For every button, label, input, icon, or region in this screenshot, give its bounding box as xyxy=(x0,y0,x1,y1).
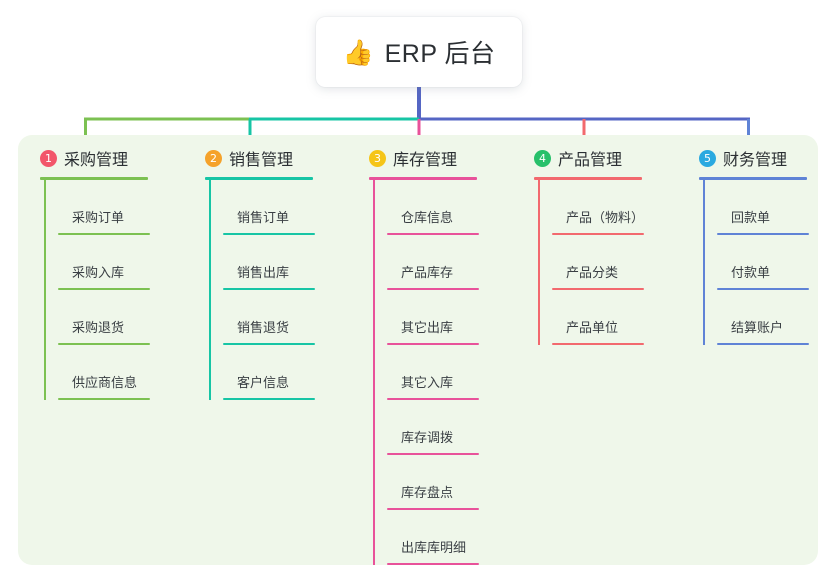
list-item-label: 库存盘点 xyxy=(401,485,454,500)
list-item-rule xyxy=(58,288,150,290)
list-item-rule xyxy=(717,233,809,235)
list-item-label: 产品单位 xyxy=(566,320,619,335)
list-item-label: 客户信息 xyxy=(237,375,290,390)
branch-header-3[interactable]: 3 库存管理 xyxy=(369,146,457,170)
branches-panel: 1 采购管理采购订单采购入库采购退货供应商信息 2 销售管理销售订单销售出库销售退货客… xyxy=(18,135,818,565)
list-item-rule xyxy=(223,398,315,400)
list-item-rule xyxy=(552,343,644,345)
branch-rule-3 xyxy=(369,177,477,180)
list-item-label: 仓库信息 xyxy=(401,210,454,225)
branch-header-1[interactable]: 1 采购管理 xyxy=(40,146,128,170)
list-item-rule xyxy=(58,398,150,400)
list-item-rule xyxy=(552,288,644,290)
list-item-rule xyxy=(223,233,315,235)
branch-spine-1 xyxy=(44,180,46,400)
branch-title-3: 库存管理 xyxy=(393,152,458,169)
list-item-label: 库存调拨 xyxy=(401,430,454,445)
list-item-label: 其它出库 xyxy=(401,320,454,335)
list-item-rule xyxy=(387,398,479,400)
thumbs-up-icon: 👍 xyxy=(342,37,374,67)
list-item-rule xyxy=(717,343,809,345)
list-item-label: 采购退货 xyxy=(72,320,125,335)
list-item-label: 产品分类 xyxy=(566,265,619,280)
branch-rule-2 xyxy=(205,177,313,180)
list-item-label: 结算账户 xyxy=(731,320,784,335)
branch-title-2: 销售管理 xyxy=(229,152,294,169)
list-item-label: 出库库明细 xyxy=(401,540,467,555)
list-item-rule xyxy=(387,563,479,565)
list-item-rule xyxy=(387,288,479,290)
list-item-rule xyxy=(58,343,150,345)
branch-title-4: 产品管理 xyxy=(558,152,623,169)
branch-spine-4 xyxy=(538,180,540,345)
list-item-rule xyxy=(387,508,479,510)
branch-spine-3 xyxy=(373,180,375,565)
list-item-label: 产品（物料） xyxy=(566,210,645,225)
root-node-content: 👍 ERP 后台 xyxy=(342,34,495,70)
root-title: ERP 后台 xyxy=(384,40,496,68)
branch-badge-3: 3 xyxy=(369,149,386,167)
list-item-rule xyxy=(387,453,479,455)
branch-spine-2 xyxy=(209,180,211,400)
branch-badge-4: 4 xyxy=(534,149,551,167)
branch-title-5: 财务管理 xyxy=(723,152,788,169)
list-item-rule xyxy=(552,233,644,235)
branch-badge-1: 1 xyxy=(40,149,57,167)
list-item-rule xyxy=(717,288,809,290)
branch-rule-5 xyxy=(699,177,807,180)
list-item-label: 采购订单 xyxy=(72,210,125,225)
list-item-label: 销售出库 xyxy=(237,265,290,280)
branch-header-5[interactable]: 5 财务管理 xyxy=(699,146,787,170)
list-item-label: 产品库存 xyxy=(401,265,454,280)
branch-badge-2: 2 xyxy=(205,149,222,167)
list-item-label: 采购入库 xyxy=(72,265,125,280)
branch-title-1: 采购管理 xyxy=(64,152,129,169)
list-item-rule xyxy=(223,288,315,290)
list-item-label: 回款单 xyxy=(731,210,771,225)
branch-header-2[interactable]: 2 销售管理 xyxy=(205,146,293,170)
list-item-rule xyxy=(387,233,479,235)
list-item-label: 销售退货 xyxy=(237,320,290,335)
list-item-label: 供应商信息 xyxy=(72,375,138,390)
list-item-label: 销售订单 xyxy=(237,210,290,225)
branch-spine-5 xyxy=(703,180,705,345)
list-item-rule xyxy=(223,343,315,345)
list-item-rule xyxy=(387,343,479,345)
list-item-label: 付款单 xyxy=(731,265,771,280)
branch-rule-1 xyxy=(40,177,148,180)
branch-header-4[interactable]: 4 产品管理 xyxy=(534,146,622,170)
root-node[interactable]: 👍 ERP 后台 xyxy=(316,17,522,87)
list-item-label: 其它入库 xyxy=(401,375,454,390)
branch-rule-4 xyxy=(534,177,642,180)
branch-badge-5: 5 xyxy=(699,149,716,167)
list-item-rule xyxy=(58,233,150,235)
